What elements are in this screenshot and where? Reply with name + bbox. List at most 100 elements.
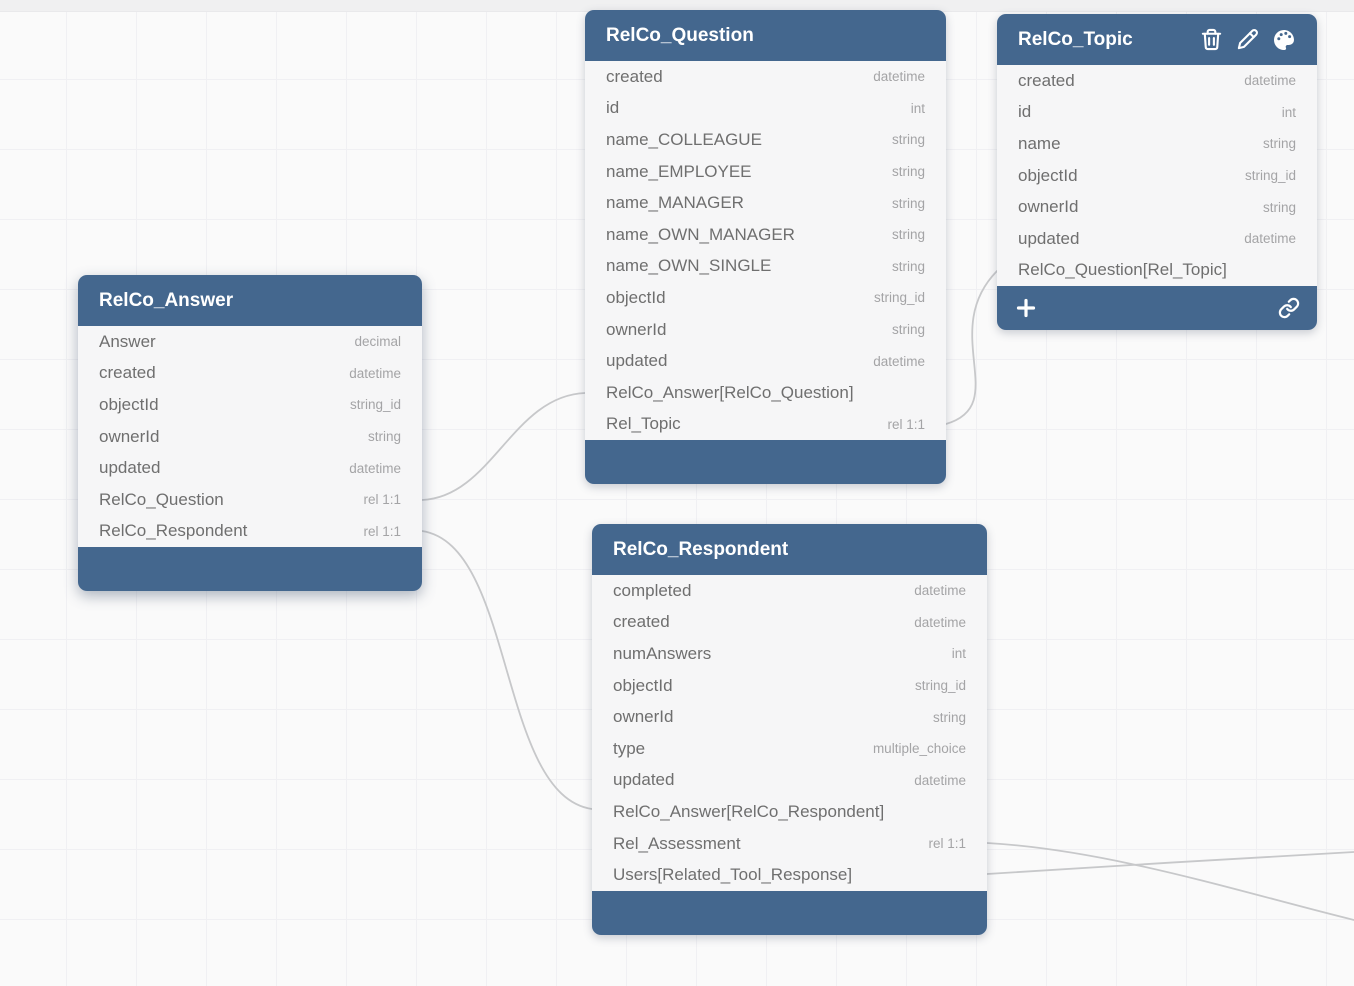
field-name: id	[1018, 102, 1032, 122]
field-type: string_id	[873, 290, 925, 306]
field-row[interactable]: updated datetime	[585, 345, 946, 377]
field-type: int	[1281, 104, 1296, 120]
entity-table-relco-respondent[interactable]: RelCo_Respondent completed datetime crea…	[592, 524, 987, 935]
entity-table-relco-topic[interactable]: RelCo_Topic	[997, 14, 1317, 331]
pencil-icon	[1237, 29, 1258, 50]
field-type: datetime	[873, 69, 925, 85]
table-header[interactable]: RelCo_Topic	[997, 14, 1317, 65]
field-row[interactable]: id int	[585, 93, 946, 125]
field-type: datetime	[873, 353, 925, 369]
field-type: string	[891, 258, 925, 274]
field-type: string	[932, 709, 966, 725]
trash-icon	[1201, 28, 1222, 51]
field-row[interactable]: updated datetime	[997, 223, 1317, 255]
field-type: string	[1262, 136, 1296, 152]
delete-table-button[interactable]	[1200, 28, 1223, 51]
field-row[interactable]: objectId string_id	[997, 160, 1317, 192]
field-row[interactable]: objectId string_id	[592, 670, 987, 702]
field-row[interactable]: name_MANAGER string	[585, 187, 946, 219]
add-relation-button[interactable]	[1278, 297, 1300, 319]
field-row[interactable]: created datetime	[592, 607, 987, 639]
field-row[interactable]: name_OWN_MANAGER string	[585, 219, 946, 251]
field-row[interactable]: updated datetime	[592, 765, 987, 797]
field-row[interactable]: Answer decimal	[78, 326, 422, 358]
relation-question-topic-line	[945, 270, 998, 425]
field-row[interactable]: RelCo_Question rel 1:1	[78, 484, 422, 516]
field-name: objectId	[99, 394, 159, 414]
field-name: RelCo_Answer[RelCo_Respondent]	[613, 801, 885, 821]
color-table-button[interactable]	[1272, 28, 1296, 52]
field-name: created	[613, 612, 670, 632]
field-row[interactable]: RelCo_Respondent rel 1:1	[78, 516, 422, 548]
field-row[interactable]: created datetime	[997, 65, 1317, 97]
field-name: updated	[606, 351, 668, 371]
field-row[interactable]: Rel_Topic rel 1:1	[585, 409, 946, 441]
field-type: datetime	[1244, 231, 1296, 247]
field-row[interactable]: created datetime	[78, 358, 422, 390]
field-row[interactable]: RelCo_Answer[RelCo_Question]	[585, 377, 946, 409]
field-row[interactable]: Users[Related_Tool_Response]	[592, 859, 987, 891]
table-title: RelCo_Answer	[99, 289, 234, 311]
table-header[interactable]: RelCo_Question	[585, 10, 946, 61]
field-name: Rel_Assessment	[613, 833, 741, 853]
field-type: rel 1:1	[928, 836, 966, 852]
table-header[interactable]: RelCo_Answer	[78, 275, 422, 326]
field-row[interactable]: updated datetime	[78, 452, 422, 484]
field-name: Rel_Topic	[606, 414, 681, 434]
field-row[interactable]: completed datetime	[592, 575, 987, 607]
field-row[interactable]: ownerId string	[592, 701, 987, 733]
table-title: RelCo_Respondent	[613, 538, 789, 560]
field-type: string	[891, 132, 925, 148]
field-type: int	[910, 100, 925, 116]
field-type: datetime	[914, 614, 966, 630]
field-row[interactable]: name_OWN_SINGLE string	[585, 251, 946, 283]
field-type: string	[367, 429, 401, 445]
edit-table-button[interactable]	[1236, 28, 1259, 51]
field-type: rel 1:1	[363, 492, 401, 508]
field-name: created	[606, 66, 663, 86]
field-row[interactable]: RelCo_Answer[RelCo_Respondent]	[592, 796, 987, 828]
field-row[interactable]: Rel_Assessment rel 1:1	[592, 828, 987, 860]
entity-table-relco-question[interactable]: RelCo_Question created datetime id int n…	[585, 10, 946, 485]
field-row[interactable]: type multiple_choice	[592, 733, 987, 765]
field-name: objectId	[1018, 165, 1078, 185]
field-name: RelCo_Question	[99, 489, 224, 509]
field-row[interactable]: created datetime	[585, 61, 946, 93]
field-name: numAnswers	[613, 643, 712, 663]
field-name: ownerId	[613, 707, 674, 727]
field-row[interactable]: objectId string_id	[585, 282, 946, 314]
field-row[interactable]: id int	[997, 97, 1317, 129]
palette-icon	[1274, 29, 1294, 50]
field-name: name	[1018, 133, 1061, 153]
field-name: name_EMPLOYEE	[606, 161, 752, 181]
field-name: ownerId	[1018, 197, 1079, 217]
field-name: RelCo_Question[Rel_Topic]	[1018, 260, 1227, 280]
field-type: multiple_choice	[872, 741, 966, 757]
field-name: ownerId	[99, 426, 160, 446]
field-row[interactable]: ownerId string	[78, 421, 422, 453]
entity-table-relco-answer[interactable]: RelCo_Answer Answer decimal created date…	[78, 275, 422, 592]
field-name: name_COLLEAGUE	[606, 129, 762, 149]
table-title: RelCo_Topic	[1018, 28, 1133, 50]
field-row[interactable]: RelCo_Question[Rel_Topic]	[997, 255, 1317, 287]
field-row[interactable]: name string	[997, 128, 1317, 160]
table-footer	[78, 547, 422, 592]
field-name: ownerId	[606, 319, 667, 339]
add-field-button[interactable]	[1014, 296, 1038, 320]
field-row[interactable]: name_EMPLOYEE string	[585, 156, 946, 188]
relation-respondent-assessment-line	[986, 842, 1354, 921]
field-name: Answer	[99, 331, 156, 351]
table-header[interactable]: RelCo_Respondent	[592, 524, 987, 575]
field-row[interactable]: ownerId string	[585, 314, 946, 346]
table-title: RelCo_Question	[606, 24, 754, 46]
field-name: name_MANAGER	[606, 193, 744, 213]
field-row[interactable]: objectId string_id	[78, 389, 422, 421]
field-type: string	[891, 195, 925, 211]
table-footer	[997, 286, 1317, 331]
field-name: updated	[1018, 228, 1080, 248]
field-row[interactable]: name_COLLEAGUE string	[585, 124, 946, 156]
field-row[interactable]: numAnswers int	[592, 638, 987, 670]
field-row[interactable]: ownerId string	[997, 191, 1317, 223]
table-fields: created datetime id int name string obje…	[997, 65, 1317, 287]
